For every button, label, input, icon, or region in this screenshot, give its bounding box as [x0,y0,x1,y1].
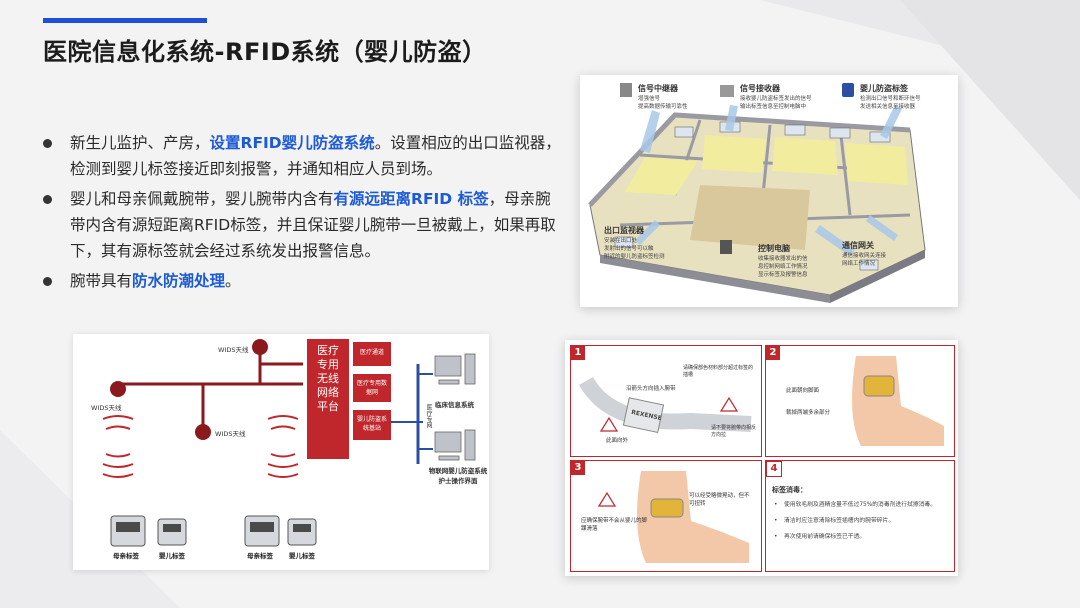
bullet-item: 腕带具有防水防潮处理。 [43,268,563,294]
page-title: 医院信息化系统-RFID系统（婴儿防盗） [43,38,487,66]
computer-icon [434,353,476,461]
bullet-item: 婴儿和母亲佩戴腕带，婴儿腕带内含有有源远距离RFID 标签，母亲腕带内含有源短距… [43,186,563,264]
tag-label: 婴儿标签 [289,552,315,560]
ankle-illustration [597,471,749,563]
bullet-item: 新生儿监护、产房，设置RFID婴儿防盗系统。设置相应的出口监视器，检测到婴儿标签… [43,130,563,182]
highlight-text: 设置RFID婴儿防盗系统 [209,134,375,152]
antenna-node-icon [110,381,126,397]
step-number: 1 [571,346,585,360]
highlight-text: 防水防潮处理 [132,272,226,290]
network-diagram [102,339,476,547]
step-1: 1 沿箭头方向插入腕带 请确保部色材料部分超过标签的插槽 此面向外 请不要将腕带… [570,345,762,457]
step-4: 4 标签消毒： •使用软毛刷及酒精含量不低过75%的消毒剂进行拭擦消毒。 •清洁… [765,460,955,572]
step-number: 2 [766,346,780,360]
bullet-dot [43,277,52,286]
wristband-steps-panel: 1 沿箭头方向插入腕带 请确保部色材料部分超过标签的插槽 此面向外 请不要将腕带… [565,340,958,576]
receiver-device-icon [720,85,734,97]
warning-icon [597,491,617,507]
bullet-dot [43,195,52,204]
label-baby-tag: 婴儿防盗标签 检测出口信号和断环信号 发送相关信息至接收器 [860,84,921,110]
ankle-illustration [852,356,944,446]
highlight-text: 有源远距离RFID 标签 [333,190,489,208]
network-diagram-panel: WIDS天线 WIDS天线 WIDS天线 医疗专用无线网络平台 医疗通道 医疗专… [73,334,489,570]
iot-label: 物联网婴儿防盗系统护士操作界面 [428,467,488,485]
bullet-dot [43,139,52,148]
vertical-network-label: 医疗专网 [425,404,432,428]
network-box-label: 婴儿防盗系统基站 [356,416,387,432]
repeater-device-icon [620,83,632,97]
tag-label: 母亲标签 [113,552,139,560]
network-box-label: 医疗专用数据网 [356,380,387,396]
label-exit-monitor: 出口监视器 安装在出口处 发射出的信号可以触 附近的婴儿防盗标签检测 [604,226,665,260]
wristband-illustration [579,376,752,434]
tag-label: 母亲标签 [247,552,273,560]
clinical-system-label: 临床信息系统 [435,401,474,409]
baby-tag-device-icon [842,83,854,97]
antenna-node-icon [195,424,211,440]
tag-device-icon [110,515,317,547]
antenna-label: WIDS天线 [218,346,249,354]
step-number: 3 [571,461,585,475]
title-accent-bar [43,18,207,23]
label-receiver: 信号接收器 接收婴儿防盗标签发出的信号 输出标签信息至控制电脑中 [740,84,812,110]
tag-label: 婴儿标签 [159,552,185,560]
computer-device-icon [720,240,732,254]
radio-wave-icon [102,415,299,478]
network-box-label: 医疗通道 [359,349,384,356]
label-gateway: 通信网关 通信接收网关连接 网络工作情况 [842,241,887,267]
floorplan-illustration [588,83,926,303]
step-3: 3 可以经受略微晃动，但不可扭转 应确保腕带不会从婴儿的脚踝滑落 [570,460,762,572]
platform-label: 医疗专用无线网络平台 [317,344,339,413]
disinfect-list: •使用软毛刷及酒精含量不低过75%的消毒剂进行拭擦消毒。 •清洁时应注意清除标签… [774,502,937,540]
antenna-label: WIDS天线 [91,404,122,412]
floorplan-panel: 信号中继器 增强信号 提高数据传输可靠性 信号接收器 接收婴儿防盗标签发出的信号… [580,75,958,307]
antenna-label: WIDS天线 [215,430,246,438]
bullet-list: 新生儿监护、产房，设置RFID婴儿防盗系统。设置相应的出口监视器，检测到婴儿标签… [43,130,563,298]
label-control-pc: 控制电脑 收集接收器发出的信 息控制网络工作情况 显示标签及报警信息 [758,244,808,278]
step-number: 4 [766,461,782,477]
antenna-node-icon [252,339,268,355]
disinfect-heading: 标签消毒： [772,486,807,494]
label-repeater: 信号中继器 增强信号 提高数据传输可靠性 [638,84,688,110]
warning-icon [719,396,739,412]
warning-icon [599,416,619,432]
step-2: 2 此面朝向脚面 裁掉两端多余部分 [765,345,955,457]
platform-block [307,339,349,459]
